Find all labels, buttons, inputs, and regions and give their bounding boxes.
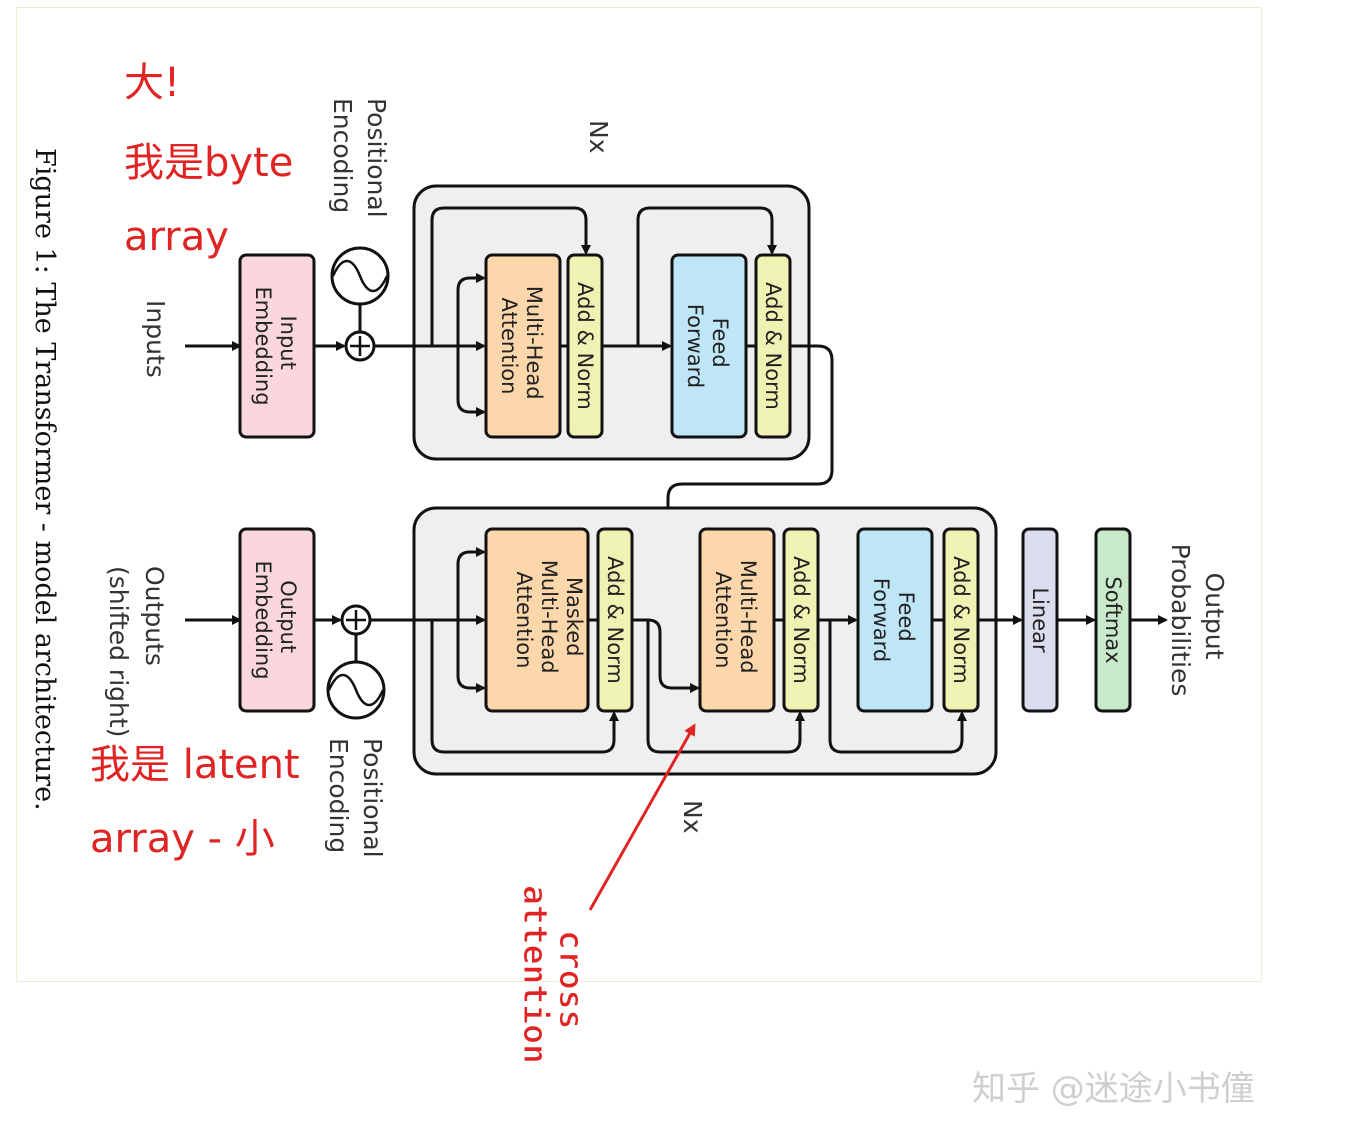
outputs-label: Outputs (shifted right) <box>104 566 169 737</box>
inputs-label: Inputs <box>141 300 170 378</box>
annotation-latent-array-1: 我是 latent <box>90 742 300 788</box>
cross-attention-arrow <box>588 723 696 911</box>
encoder-positional-encoding-label: Positional Encoding <box>328 98 391 226</box>
decoder-add-norm-3-label: Add & Norm <box>949 556 973 684</box>
cross-attention-label-2: attention <box>516 885 555 1064</box>
decoder-mha-label: Multi-Head Attention <box>711 560 760 681</box>
annotation-big: 大! <box>124 60 180 106</box>
masked-mha-label: Masked Multi-Head Attention <box>512 560 586 681</box>
encoder-ff-label: Feed Forward <box>683 304 732 388</box>
cross-attention-label-1: cross <box>552 930 591 1029</box>
decoder-positional-encoding-label: Positional Encoding <box>324 738 387 866</box>
annotation-byte-array-1: 我是byte <box>124 140 293 186</box>
annotation-byte-array-2: array <box>124 214 229 260</box>
softmax-label: Softmax <box>1101 576 1125 663</box>
decoder-ff-label: Feed Forward <box>869 578 918 662</box>
output-probabilities-label: Output Probabilities <box>1166 544 1229 697</box>
decoder-add-norm-1-label: Add & Norm <box>603 556 627 684</box>
decoder-add-norm-2-label: Add & Norm <box>789 556 813 684</box>
figure-caption: Figure 1: The Transformer - model archit… <box>29 148 60 811</box>
encoder-mha-label: Multi-Head Attention <box>497 286 546 407</box>
figure-frame <box>16 7 1262 982</box>
encoder-block <box>412 184 811 461</box>
input-embedding-label: Input Embedding <box>251 286 300 405</box>
zhihu-watermark: 知乎 @迷途小书僮 <box>972 1069 1255 1109</box>
encoder-add-norm-2-label: Add & Norm <box>761 282 785 410</box>
annotation-latent-array-2: array - 小 <box>90 816 275 862</box>
linear-label: Linear <box>1028 587 1052 653</box>
decoder-nx-label: Nx <box>678 800 707 834</box>
output-embedding-label: Output Embedding <box>251 560 300 679</box>
encoder-nx-label: Nx <box>584 120 613 154</box>
encoder-add-norm-1-label: Add & Norm <box>573 282 597 410</box>
